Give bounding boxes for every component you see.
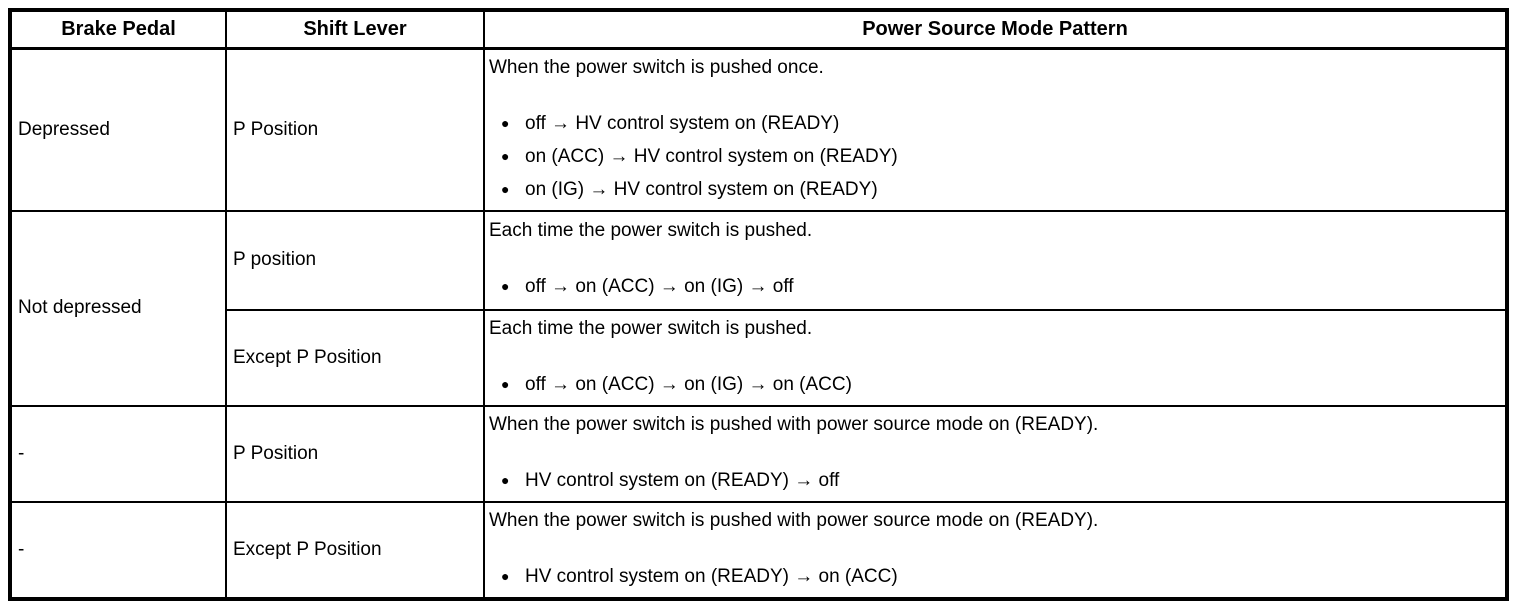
pattern-item: ● on (IG) → HV control system on (READY) bbox=[489, 173, 1497, 206]
shift-lever-cell: P Position bbox=[225, 404, 485, 503]
pattern-cell: Each time the power switch is pushed. ● o… bbox=[483, 308, 1508, 407]
header-power-source-mode-pattern: Power Source Mode Pattern bbox=[483, 9, 1508, 50]
pattern-items: ● off → on (ACC) → on (IG) → off bbox=[489, 270, 1497, 303]
pattern-items: ● HV control system on (READY) → off bbox=[489, 464, 1497, 497]
pattern-item-text: HV control system on (READY) → off bbox=[525, 469, 840, 491]
table-row: - Except P Position When the power switc… bbox=[9, 500, 1508, 600]
brake-pedal-cell: - bbox=[9, 500, 227, 600]
table-row: Not depressed P position Each time the p… bbox=[9, 209, 1508, 407]
shift-lever-cell: P Position bbox=[225, 47, 485, 212]
pattern-intro: When the power switch is pushed once. bbox=[489, 56, 824, 78]
header-shift-lever: Shift Lever bbox=[225, 9, 485, 50]
pattern-cell: When the power switch is pushed with pow… bbox=[483, 500, 1508, 600]
table-row: Depressed P Position When the power swit… bbox=[9, 47, 1508, 212]
pattern-item-text: off → HV control system on (READY) bbox=[525, 112, 840, 134]
pattern-item: ● off → on (ACC) → on (IG) → on (ACC) bbox=[489, 368, 1497, 401]
pattern-intro: Each time the power switch is pushed. bbox=[489, 317, 813, 339]
bullet-icon: ● bbox=[501, 114, 510, 131]
bullet-icon: ● bbox=[501, 567, 510, 584]
pattern-cell: When the power switch is pushed once. ● o… bbox=[483, 47, 1508, 212]
header-brake-pedal: Brake Pedal bbox=[9, 9, 227, 50]
bullet-icon: ● bbox=[501, 147, 510, 164]
pattern-item-text: off → on (ACC) → on (IG) → on (ACC) bbox=[525, 373, 852, 395]
pattern-items: ● off → on (ACC) → on (IG) → on (ACC) bbox=[489, 368, 1497, 401]
shift-lever-cell: Except P Position bbox=[225, 308, 485, 407]
pattern-item: ● HV control system on (READY) → off bbox=[489, 464, 1497, 497]
pattern-item: ● off → HV control system on (READY) bbox=[489, 107, 1497, 140]
pattern-cell: When the power switch is pushed with pow… bbox=[483, 404, 1508, 503]
pattern-item-text: off → on (ACC) → on (IG) → off bbox=[525, 276, 794, 297]
pattern-item: ● HV control system on (READY) → on (ACC) bbox=[489, 560, 1497, 593]
bullet-icon: ● bbox=[501, 471, 510, 488]
brake-pedal-cell: - bbox=[9, 404, 227, 503]
shift-lever-cell: P position bbox=[225, 209, 485, 311]
pattern-cell: Each time the power switch is pushed. ● o… bbox=[483, 209, 1508, 311]
brake-pedal-cell: Depressed bbox=[9, 47, 227, 212]
pattern-intro: When the power switch is pushed with pow… bbox=[489, 509, 1099, 531]
pattern-intro: When the power switch is pushed with pow… bbox=[489, 413, 1099, 435]
pattern-item: ● on (ACC) → HV control system on (READY) bbox=[489, 140, 1497, 173]
power-source-mode-table: Brake Pedal Shift Lever Power Source Mod… bbox=[8, 8, 1509, 601]
bullet-icon: ● bbox=[501, 180, 510, 197]
pattern-item-text: HV control system on (READY) → on (ACC) bbox=[525, 565, 898, 587]
bullet-icon: ● bbox=[501, 278, 510, 294]
bullet-icon: ● bbox=[501, 375, 510, 392]
table-row: Except P Position Each time the power sw… bbox=[10, 308, 1508, 407]
brake-pedal-cell: Not depressed bbox=[9, 209, 227, 407]
table-row: - P Position When the power switch is pu… bbox=[9, 404, 1508, 503]
pattern-item-text: on (ACC) → HV control system on (READY) bbox=[525, 145, 898, 167]
header-row: Brake Pedal Shift Lever Power Source Mod… bbox=[9, 9, 1508, 50]
pattern-intro: Each time the power switch is pushed. bbox=[489, 220, 813, 241]
pattern-items: ● off → HV control system on (READY) ● on … bbox=[489, 107, 1497, 206]
shift-lever-cell: Except P Position bbox=[225, 500, 485, 600]
pattern-item: ● off → on (ACC) → on (IG) → off bbox=[489, 270, 1497, 303]
pattern-items: ● HV control system on (READY) → on (ACC) bbox=[489, 560, 1497, 593]
pattern-item-text: on (IG) → HV control system on (READY) bbox=[525, 178, 878, 200]
